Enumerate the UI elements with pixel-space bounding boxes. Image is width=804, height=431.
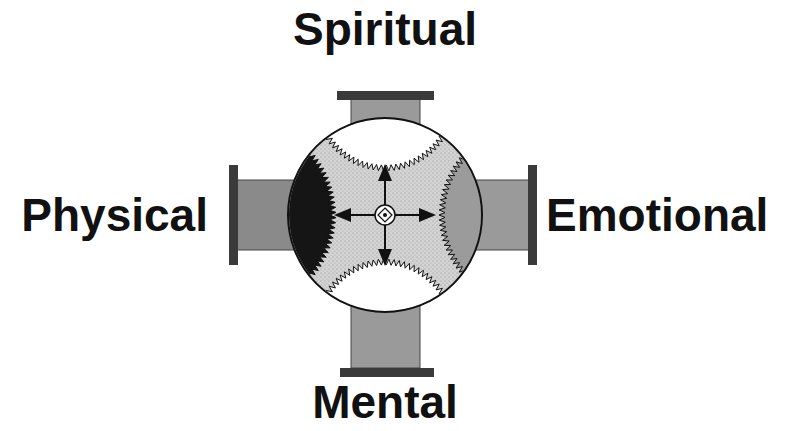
plug-bottom bbox=[340, 306, 434, 377]
quadrant-label: Emotional bbox=[546, 190, 768, 241]
quadrant-label: Physical bbox=[21, 190, 208, 241]
wheel-outline bbox=[288, 118, 482, 312]
plug-right bbox=[474, 165, 537, 265]
plug-left bbox=[229, 165, 297, 265]
center-hub bbox=[375, 205, 395, 225]
quadrant-label: Mental bbox=[312, 377, 458, 428]
quadrant-label: Spiritual bbox=[293, 4, 477, 55]
center-arrows bbox=[334, 164, 436, 266]
